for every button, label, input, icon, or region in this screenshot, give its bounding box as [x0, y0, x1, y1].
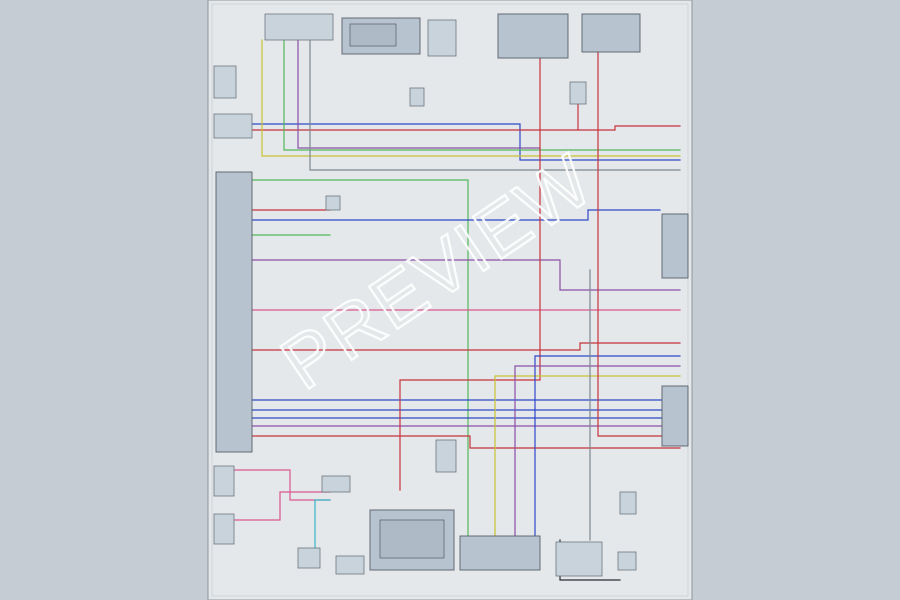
component-mid-relay-3	[569, 81, 587, 105]
component-bottom-center-small	[435, 439, 457, 473]
component-left-sensor	[213, 65, 237, 99]
component-bottom-right-small	[619, 491, 637, 515]
component-top-center-right	[427, 19, 457, 57]
diagram-frame	[211, 3, 689, 597]
component-top-center-inner	[349, 23, 397, 47]
component-bottom-right-small-2	[617, 551, 637, 571]
wire-blue-vertical	[534, 355, 681, 541]
wire-red-bottom	[251, 435, 681, 449]
wire-red-vertical	[399, 39, 541, 491]
component-bottom-left-1	[213, 465, 235, 497]
component-bottom-right-switch	[555, 541, 603, 577]
wire-blue-upper	[251, 123, 681, 161]
component-right-module-upper	[661, 213, 689, 279]
wire-red-lower	[251, 342, 681, 351]
component-mid-relay-1	[325, 195, 341, 211]
wire-green-top	[283, 39, 681, 151]
components-layer	[213, 13, 689, 577]
wires-layer	[232, 39, 681, 581]
component-top-left-connector	[264, 13, 334, 41]
component-top-center-right-module	[497, 13, 569, 59]
component-left-module-tall	[215, 171, 253, 453]
wire-blue-mid	[251, 209, 661, 221]
wire-violet-top	[297, 39, 541, 149]
component-bottom-left-3	[321, 475, 351, 493]
component-left-sensor-2	[213, 113, 253, 139]
component-bottom-left-2	[213, 513, 235, 545]
component-bottom-center-motor-inner	[379, 519, 445, 559]
diagram-sheet	[207, 0, 693, 600]
component-bottom-left-4	[297, 547, 321, 569]
wire-pink-bottom-2	[232, 491, 331, 521]
wire-green-mid	[251, 179, 469, 541]
component-bottom-center-right	[459, 535, 541, 571]
component-top-right-module	[581, 13, 641, 53]
component-right-module-lower	[661, 385, 689, 447]
wire-violet-vertical	[514, 365, 681, 541]
component-mid-relay-2	[409, 87, 425, 107]
wire-red-upper	[251, 125, 681, 131]
wire-red-right-vertical	[597, 39, 681, 437]
wire-pink-bottom	[232, 469, 331, 501]
wire-violet-mid	[251, 259, 681, 291]
component-bottom-left-5	[335, 555, 365, 575]
wire-yellow-top	[261, 39, 681, 157]
wire-yellow-vertical	[494, 375, 681, 541]
wire-gray-top	[309, 39, 681, 171]
